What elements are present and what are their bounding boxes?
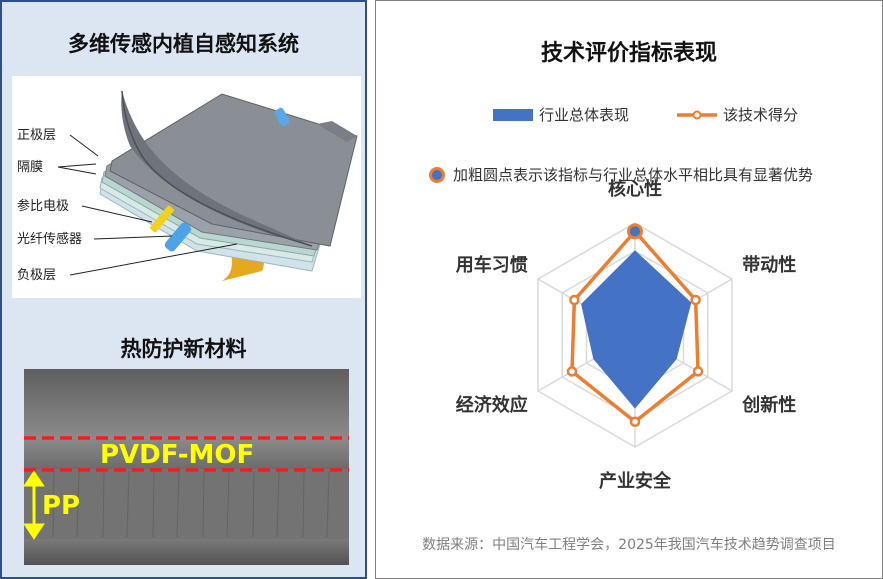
highlight-note-text: 加粗圆点表示该指标与行业总体水平相比具有显著优势 <box>453 166 814 184</box>
tech-point-4 <box>566 366 578 377</box>
left-panel: 多维传感内植自感知系统 正极层 隔膜 参比电极 光纤传 <box>0 0 367 579</box>
highlight-note: 加粗圆点表示该指标与行业总体水平相比具有显著优势 <box>429 164 813 185</box>
right-panel: 技术评价指标表现 行业总体表现 该技术得分 加粗圆点表示该指标与行业总体水平相比… <box>375 0 883 579</box>
series-industry-area <box>581 250 692 409</box>
battery-diagram: 正极层 隔膜 参比电极 光纤传感器 负极层 <box>12 76 361 298</box>
label-reference: 参比电极 <box>17 198 69 214</box>
legend-label-tech: 该技术得分 <box>723 106 799 124</box>
sem-cross-section: PVDF-MOF PP <box>24 369 349 565</box>
sensing-system-title: 多维传感内植自感知系统 <box>68 32 299 56</box>
legend-label-industry: 行业总体表现 <box>539 106 630 124</box>
chart-title: 技术评价指标表现 <box>540 41 717 66</box>
sem-image: PVDF-MOF PP <box>24 369 349 565</box>
axis-label-2: 创新性 <box>741 394 796 416</box>
legend-swatch-line <box>677 110 717 119</box>
label-separator: 隔膜 <box>17 160 43 175</box>
label-negative: 负极层 <box>17 268 56 283</box>
tech-point-2 <box>692 366 704 377</box>
legend-swatch-area <box>493 108 533 121</box>
axis-label-4: 经济效应 <box>456 394 528 416</box>
axis-label-1: 带动性 <box>742 254 796 276</box>
mof-label: PVDF-MOF <box>100 440 254 470</box>
legend-item-tech: 该技术得分 <box>677 104 798 125</box>
data-source: 数据来源：中国汽车工程学会，2025年我国汽车技术趋势调查项目 <box>422 537 836 553</box>
label-fiber: 光纤传感器 <box>17 231 82 247</box>
tech-point-highlight-0 <box>627 223 643 240</box>
chart-legend: 行业总体表现 该技术得分 <box>376 104 882 126</box>
pp-label: PP <box>42 491 80 521</box>
battery-layers-illustration: 正极层 隔膜 参比电极 光纤传感器 负极层 <box>17 90 358 283</box>
legend-item-industry: 行业总体表现 <box>493 104 629 125</box>
tech-point-1 <box>690 294 701 306</box>
axis-label-5: 用车习惯 <box>456 254 528 276</box>
tech-point-5 <box>569 294 580 306</box>
highlight-dot-icon <box>429 166 445 183</box>
thermal-material-title: 热防护新材料 <box>120 337 247 361</box>
axis-label-3: 产业安全 <box>599 470 672 492</box>
tech-point-3 <box>629 416 641 428</box>
axis-label-0: 核心性 <box>608 178 662 200</box>
label-positive: 正极层 <box>17 128 56 143</box>
